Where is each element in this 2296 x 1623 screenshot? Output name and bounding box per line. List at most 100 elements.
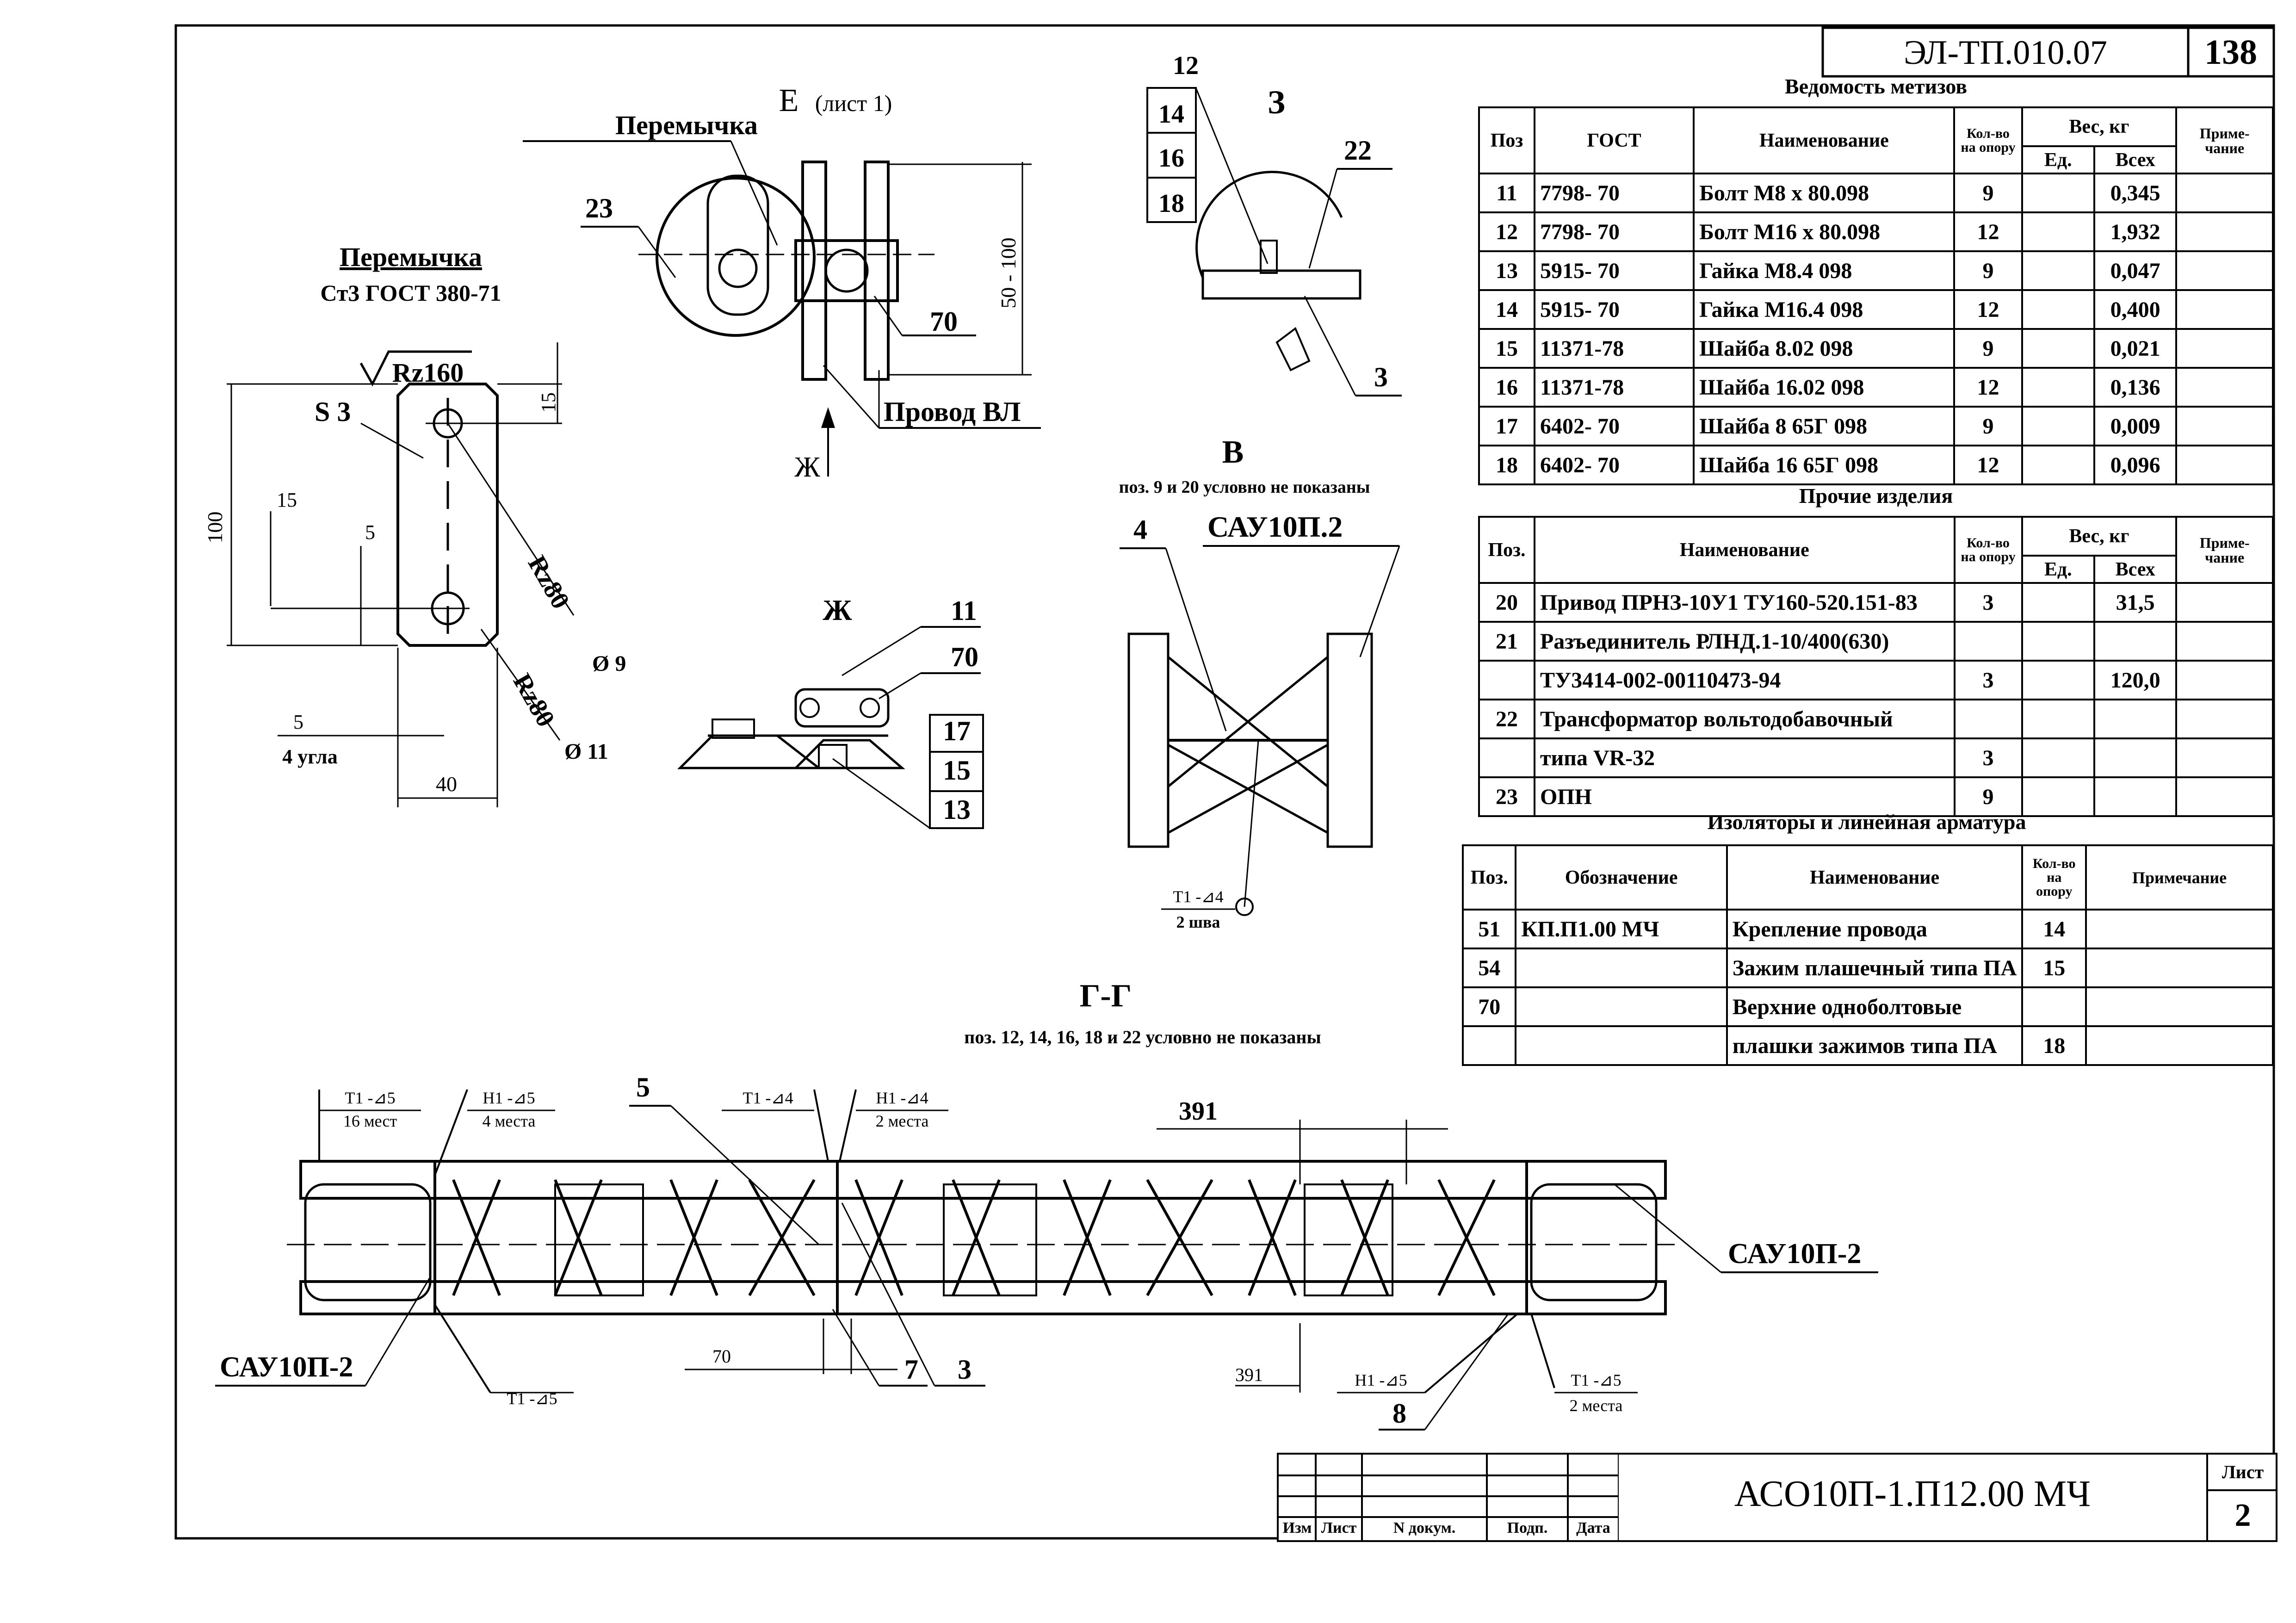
insulator-row-qty: 14 — [2021, 909, 2087, 949]
hw-header-total: Всех — [2093, 145, 2178, 174]
insulator-row-name: Крепление провода — [1726, 909, 2024, 949]
revision-grid: Изм Лист N докум. Подп. Дата — [1279, 1455, 1619, 1540]
hardware-row-gost: 7798- 70 — [1533, 173, 1695, 213]
view-v-note: поз. 9 и 20 условно не показаны — [1119, 477, 1370, 497]
other-header-pos: Поз. — [1478, 516, 1535, 584]
other-item-row-note — [2175, 699, 2274, 739]
other-item-row-qty: 9 — [1953, 776, 2023, 817]
hw-header-name: Наименование — [1693, 106, 1956, 174]
insulator-row-pos — [1461, 1025, 1517, 1066]
other-item-row-pos: 22 — [1478, 699, 1535, 739]
col-izm: Изм — [1282, 1519, 1312, 1536]
hardware-row-name: Шайба 8.02 098 — [1693, 328, 1956, 369]
other-item-row-unit — [2021, 737, 2096, 778]
insulator-table-title: Изоляторы и линейная арматура — [1707, 810, 2026, 834]
other-item-row-unit — [2021, 776, 2096, 817]
hardware-row-qty: 12 — [1953, 289, 2023, 330]
other-item-row-name: Привод ПРНЗ-10У1 ТУ160-520.151-83 — [1533, 582, 1956, 623]
pos-17: 17 — [943, 716, 971, 746]
insulator-row-name: Зажим плашечный типа ПА — [1726, 948, 2024, 988]
hardware-row-qty: 9 — [1953, 250, 2023, 291]
pos-70-zh: 70 — [951, 642, 978, 672]
hardware-row-note — [2175, 367, 2274, 408]
weld5-top: Т1 -⊿5 — [507, 1389, 557, 1408]
dim-50-100: 50 - 100 — [996, 237, 1020, 308]
pos-11: 11 — [951, 595, 977, 626]
insulator-row-name: плашки зажимов типа ПА — [1726, 1025, 2024, 1066]
insulator-row-qty — [2021, 986, 2087, 1027]
weld7-bottom: 2 места — [1570, 1396, 1623, 1415]
other-item-row-name: типа VR-32 — [1533, 737, 1956, 778]
hardware-row-pos: 13 — [1478, 250, 1535, 291]
dim-15-vertical: 15 — [537, 392, 560, 413]
weld3-top: Т1 -⊿4 — [743, 1089, 793, 1107]
hardware-row-gost: 7798- 70 — [1533, 211, 1695, 252]
insulator-row-qty: 15 — [2021, 948, 2087, 988]
other-item-row-total — [2093, 776, 2178, 817]
dia-11: Ø 11 — [564, 739, 608, 764]
section-gg: Г-Г поз. 12, 14, 16, 18 и 22 условно не … — [215, 978, 1878, 1431]
other-item-row-name: Трансформатор вольтодобавочный — [1533, 699, 1956, 739]
hardware-row-note — [2175, 406, 2274, 446]
view-v-title: В — [1222, 434, 1244, 470]
hardware-row-pos: 18 — [1478, 445, 1535, 485]
document-designation: АСО10П-1.П12.00 МЧ — [1734, 1474, 2091, 1514]
hardware-row-unit — [2021, 406, 2095, 446]
insulator-row-qty: 18 — [2021, 1025, 2087, 1066]
other-item-row-total — [2093, 699, 2178, 739]
hardware-row-qty: 9 — [1953, 406, 2023, 446]
hardware-row-total: 0,400 — [2093, 289, 2178, 330]
insulator-row-designation — [1515, 986, 1728, 1027]
section-gg-note: поз. 12, 14, 16, 18 и 22 условно не пока… — [964, 1027, 1321, 1047]
weld2-top: Н1 -⊿5 — [483, 1089, 535, 1107]
other-item-row-name: ОПН — [1533, 776, 1956, 817]
pos-8-gg: 8 — [1392, 1398, 1406, 1429]
pos-12: 12 — [1173, 51, 1199, 80]
view-e-title: Е — [779, 83, 799, 118]
other-item-row-name: ТУ3414-002-00110473-94 — [1533, 660, 1956, 700]
other-header-name: Наименование — [1533, 516, 1956, 584]
rz80-lower: Rz80 — [507, 669, 560, 732]
other-item-row-pos: 21 — [1478, 621, 1535, 662]
other-item-row-note — [2175, 737, 2274, 778]
other-item-row-qty: 3 — [1953, 660, 2023, 700]
corners-note: 4 угла — [282, 745, 337, 768]
hw-header-gost: ГОСТ — [1533, 106, 1695, 174]
section-gg-title: Г-Г — [1080, 978, 1132, 1014]
hardware-row-unit — [2021, 173, 2095, 213]
hardware-row-unit — [2021, 367, 2095, 408]
lattice-bracing — [452, 1179, 1496, 1296]
ins-header-pos: Поз. — [1461, 844, 1517, 911]
hw-header-note: Приме- чание — [2175, 106, 2274, 174]
pos-14: 14 — [1158, 100, 1184, 129]
hardware-row-unit — [2021, 289, 2095, 330]
insulator-row-note — [2085, 1025, 2274, 1066]
hardware-row-gost: 11371-78 — [1533, 367, 1695, 408]
other-item-row-qty: 3 — [1953, 582, 2023, 623]
hardware-row-pos: 17 — [1478, 406, 1535, 446]
dim-5-corner: 5 — [293, 711, 303, 733]
sau-label-v: САУ10П.2 — [1207, 510, 1343, 543]
jumper-material: Ст3 ГОСТ 380-71 — [320, 280, 501, 306]
hardware-row-pos: 16 — [1478, 367, 1535, 408]
pos-3-view3: 3 — [1374, 362, 1388, 392]
other-item-row-note — [2175, 776, 2274, 817]
dia-9: Ø 9 — [592, 651, 626, 676]
pos-15: 15 — [943, 755, 971, 786]
hw-header-pos: Поз — [1478, 106, 1535, 174]
insulator-row-designation — [1515, 948, 1728, 988]
hw-header-qty: Кол-во на опору — [1953, 106, 2023, 174]
dim-100: 100 — [203, 512, 227, 544]
pos-23: 23 — [585, 193, 613, 223]
dim-15-left: 15 — [277, 489, 297, 511]
